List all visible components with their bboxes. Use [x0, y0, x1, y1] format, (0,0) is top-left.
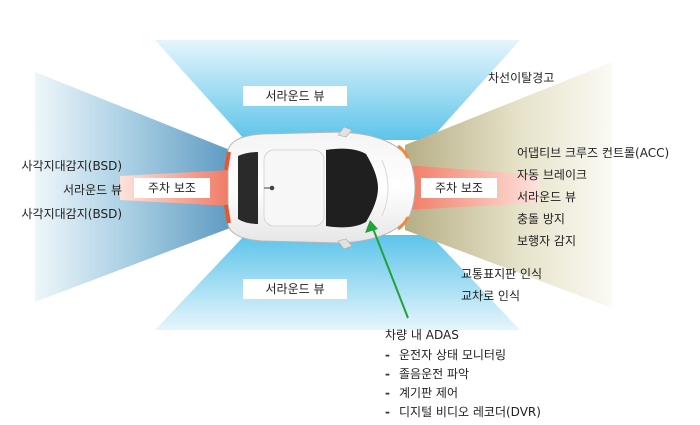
right-label-auto-brake: 자동 브레이크 — [517, 168, 588, 182]
adas-item-dvr: 디지털 비디오 레코더(DVR) — [385, 403, 541, 422]
left-label-list: 사각지대감지(BSD) 서라운드 뷰 사각지대감지(BSD) — [22, 158, 122, 230]
right-label-collision: 충돌 방지 — [517, 212, 565, 226]
left-label-bsd-bottom: 사각지대감지(BSD) — [21, 207, 122, 221]
traffic-sign-label: 교통표지판 인식 — [461, 267, 543, 281]
top-surround-box: 서라운드 뷰 — [243, 86, 347, 106]
left-parking-box: 주차 보조 — [134, 178, 210, 198]
left-label-surround: 서라운드 뷰 — [62, 183, 122, 197]
right-label-pedestrian: 보행자 감지 — [517, 234, 577, 248]
right-label-acc: 어댑티브 크루즈 컨트롤(ACC) — [517, 146, 670, 160]
adas-item-drowsiness: 졸음운전 파악 — [385, 365, 541, 384]
intersection-label: 교차로 인식 — [461, 289, 521, 303]
right-label-list: 어댑티브 크루즈 컨트롤(ACC) 자동 브레이크 서라운드 뷰 충돌 방지 보… — [517, 145, 669, 255]
adas-pointer-line — [371, 225, 409, 319]
left-label-bsd-top: 사각지대감지(BSD) — [21, 159, 122, 173]
adas-pointer-head — [365, 220, 378, 233]
bottom-surround-box: 서라운드 뷰 — [243, 279, 347, 299]
lane-departure-label: 차선이탈경고 — [488, 71, 555, 85]
in-vehicle-adas-block: 차량 내 ADAS 운전자 상태 모니터링 졸음운전 파악 계기판 제어 디지털… — [385, 326, 541, 422]
right-label-surround: 서라운드 뷰 — [517, 190, 577, 204]
adas-title: 차량 내 ADAS — [385, 328, 459, 342]
car-top-view — [224, 126, 416, 250]
adas-item-driver-monitoring: 운전자 상태 모니터링 — [385, 346, 541, 365]
adas-item-cluster: 계기판 제어 — [385, 384, 541, 403]
right-parking-box: 주차 보조 — [421, 178, 497, 198]
